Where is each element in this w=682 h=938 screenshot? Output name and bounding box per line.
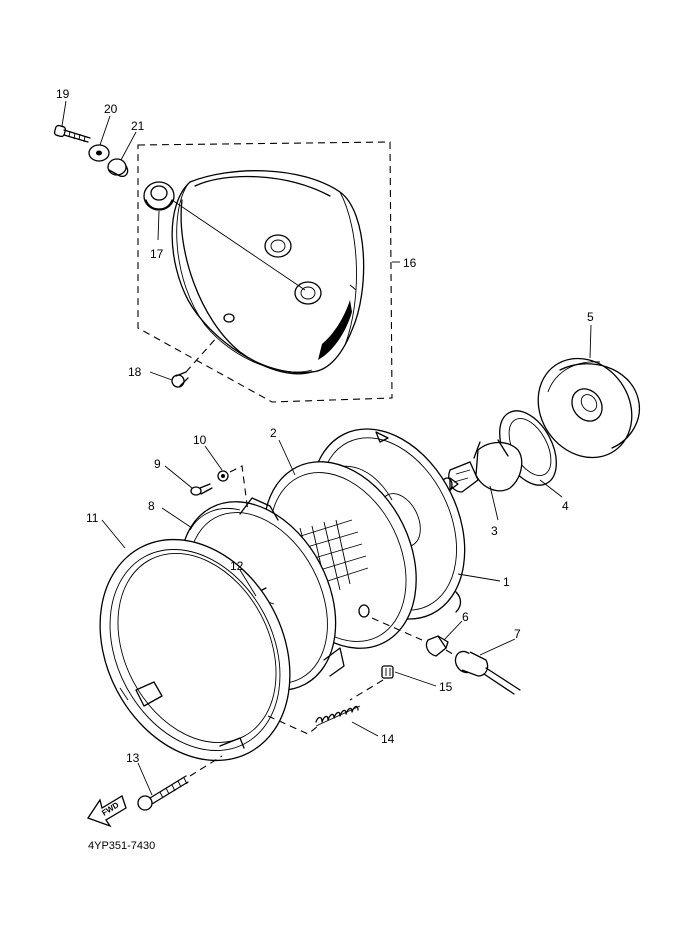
- callout-14: 14: [381, 732, 395, 746]
- screw-18: [171, 335, 219, 388]
- callout-18: 18: [128, 365, 142, 379]
- callout-2: 2: [270, 426, 277, 440]
- grommet: [143, 181, 306, 291]
- callout-13: 13: [126, 751, 140, 765]
- headlight-housing-shell: [137, 141, 393, 403]
- callout-1: 1: [503, 575, 510, 589]
- washer-20: [88, 144, 110, 162]
- callout-5: 5: [587, 310, 594, 324]
- callout-3: 3: [491, 524, 498, 538]
- position-bulb: [371, 617, 449, 657]
- callout-21: 21: [131, 119, 145, 133]
- callout-leaders: [61, 100, 592, 796]
- callout-4: 4: [562, 499, 569, 513]
- callout-19: 19: [56, 87, 70, 101]
- callout-17: 17: [150, 247, 164, 261]
- callout-6: 6: [462, 610, 469, 624]
- fwd-arrow-icon: FWD: [87, 795, 127, 828]
- callout-11: 11: [86, 511, 99, 525]
- headlight-rim: [99, 538, 291, 762]
- long-bolt: [137, 755, 223, 811]
- callout-12: 12: [230, 559, 244, 573]
- diagram-code: 4YP351-7430: [88, 840, 155, 852]
- spring: [267, 705, 361, 735]
- callout-20: 20: [104, 102, 118, 116]
- bolt-19: [53, 124, 91, 143]
- bulb-cover: [537, 357, 640, 459]
- nut-10: [217, 465, 249, 513]
- callout-10: 10: [193, 433, 207, 447]
- callout-labels: 19 20 21 17 16 18 5 2 10 9 8 11 3 4 12 1…: [56, 87, 594, 765]
- headlight-bulb: [441, 439, 523, 493]
- bulb-socket-wire: [445, 649, 521, 695]
- callout-15: 15: [439, 680, 453, 694]
- wire-clamp: [349, 665, 394, 701]
- callout-9: 9: [154, 457, 161, 471]
- screw-9: [190, 483, 213, 496]
- callout-16: 16: [403, 256, 417, 270]
- collar-21: [107, 158, 129, 178]
- callout-8: 8: [148, 499, 155, 513]
- callout-7: 7: [514, 627, 521, 641]
